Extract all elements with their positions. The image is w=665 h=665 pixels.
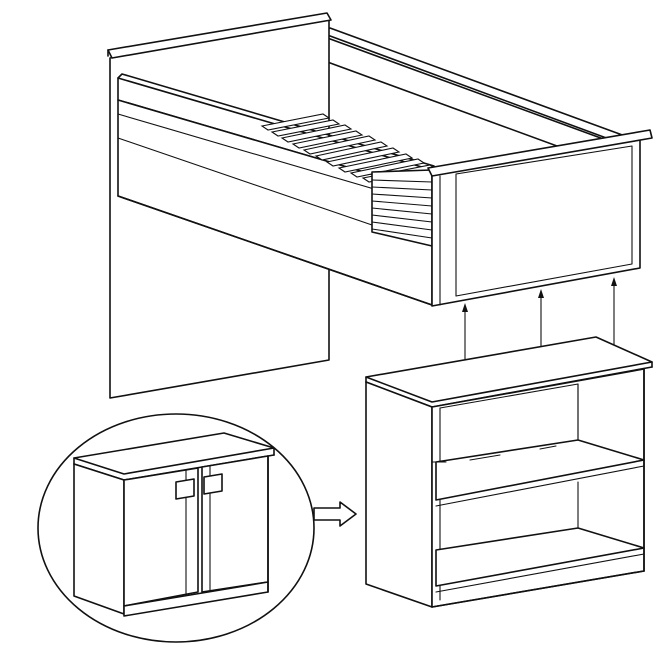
- assembly-arrow-3-head: [611, 277, 617, 286]
- cabinet-left-door: [123, 467, 199, 607]
- bed-foot-end-cap: [427, 129, 653, 177]
- detail-circle: [37, 413, 315, 643]
- bed-slat-ends: [371, 169, 433, 247]
- loft-bed: [107, 12, 653, 399]
- bed-left-end-cap: [107, 12, 332, 59]
- cabinet-right-handle-icon: [203, 473, 223, 495]
- shelf-unit-shelf-2-front: [435, 553, 645, 593]
- cabinet-left-side: [73, 463, 125, 615]
- cabinet-left-handle-icon: [175, 478, 195, 500]
- shelf-unit-left-side: [365, 381, 433, 608]
- bed-rail-bottom: [117, 195, 433, 306]
- bed-back-panel: [321, 27, 637, 147]
- shelf-unit-shelf-1-dash-3: [539, 445, 557, 450]
- bed-front-rail-line-2: [117, 137, 373, 226]
- detail-arrow-icon: [313, 501, 357, 527]
- detail-callout: [37, 413, 357, 643]
- shelf-unit-shelf-1-dash-2: [469, 454, 501, 461]
- detail-arrow: [313, 501, 357, 527]
- assembly-arrow-1-head: [462, 303, 468, 312]
- two-door-cabinet: [73, 432, 275, 617]
- assembly-arrow-2-head: [538, 289, 544, 298]
- bed-front-rail-top-edge: [117, 73, 435, 167]
- shelf-unit-bottom-edge: [431, 570, 645, 608]
- shelf-unit-shelf-1-front: [435, 465, 645, 507]
- bed-foot-end-inner: [455, 145, 633, 297]
- open-shelf-unit: [365, 336, 653, 608]
